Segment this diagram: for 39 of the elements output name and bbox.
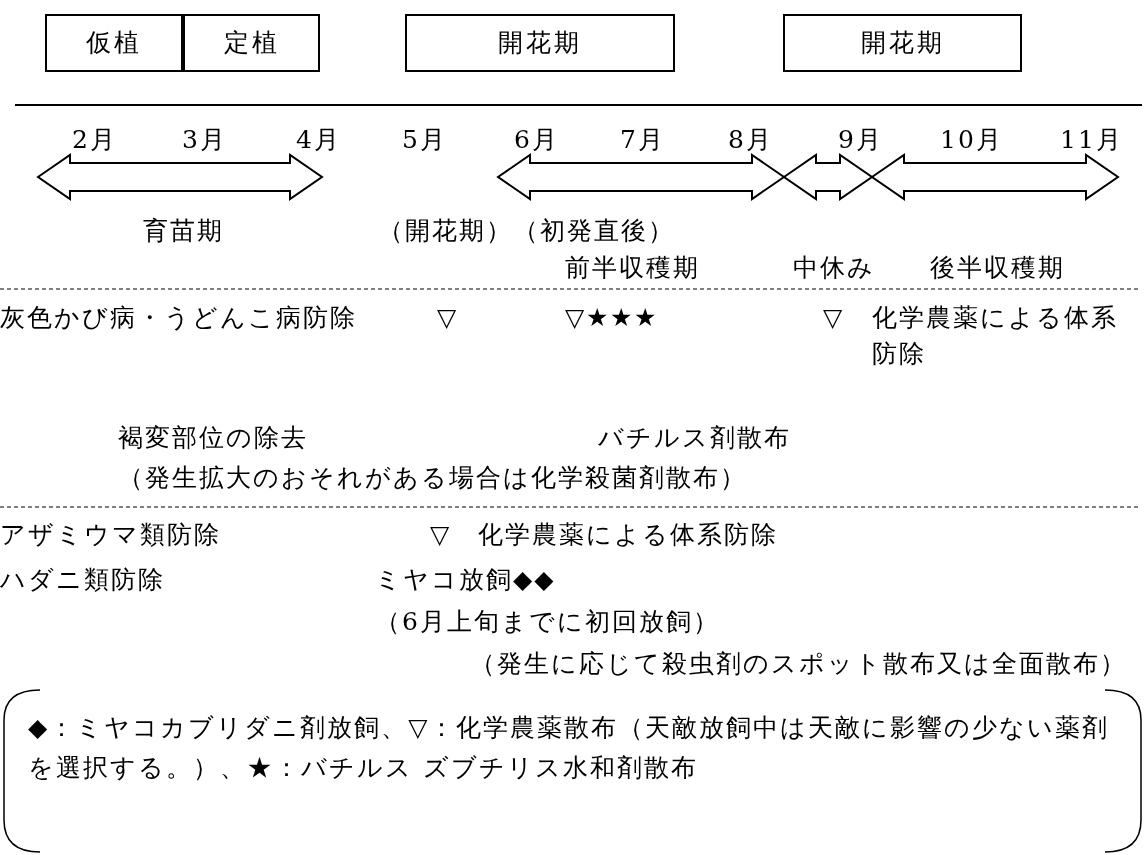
month-label: 11月 xyxy=(1060,124,1123,156)
treatment-label: バチルス剤散布 xyxy=(598,422,791,454)
month-label: 5月 xyxy=(402,124,447,156)
month-label: 6月 xyxy=(514,124,559,156)
month-label: 10月 xyxy=(940,124,1003,156)
month-label: 3月 xyxy=(182,124,227,156)
spray-mark: ▽★★★ xyxy=(565,302,659,334)
note-text: （発生拡大のおそれがある場合は化学殺菌剤散布） xyxy=(118,462,747,494)
period-label: （開花期）（初発直後） xyxy=(378,215,675,247)
stage-box xyxy=(783,14,1022,72)
row-heading: アザミウマ類防除 xyxy=(0,519,221,551)
stage-label: 定植 xyxy=(223,27,280,60)
spray-mark: ▽ xyxy=(437,302,459,334)
note-text: （6月上旬までに初回放飼） xyxy=(375,606,720,638)
month-label: 7月 xyxy=(620,124,665,156)
note-text: （発生に応じて殺虫剤のスポット散布又は全面散布） xyxy=(470,648,1127,680)
month-label: 2月 xyxy=(72,124,117,156)
stage-box xyxy=(183,14,320,72)
stage-label: 仮植 xyxy=(86,27,142,60)
period-label: 中休み xyxy=(793,252,875,284)
month-label: 9月 xyxy=(838,124,883,156)
treatment-label: 化学農薬による体系防除 xyxy=(872,302,1119,370)
stage-box xyxy=(45,14,183,72)
stage-box xyxy=(405,14,675,72)
stage-label: 開花期 xyxy=(860,27,945,60)
row-heading: ハダニ類防除 xyxy=(0,564,165,596)
period-label: 後半収穫期 xyxy=(930,252,1065,284)
treatment-label: 褐変部位の除去 xyxy=(118,422,308,454)
month-label: 4月 xyxy=(296,124,341,156)
row-heading: 灰色かび病・うどんこ病防除 xyxy=(0,302,357,334)
period-label: 育苗期 xyxy=(143,215,224,247)
month-label: 8月 xyxy=(728,124,773,156)
treatment-label: ミヤコ放飼◆◆ xyxy=(375,564,556,596)
stage-label: 開花期 xyxy=(498,27,582,60)
period-label: 前半収穫期 xyxy=(565,252,700,284)
spray-mark: ▽ xyxy=(430,519,452,551)
footnote-text: ◆：ミヤコカブリダニ剤放飼、▽：化学農薬散布（天敵放飼中は天敵に影響の少ない薬剤を選択する。）、★：バチルス ズブチリス水和剤散布 xyxy=(28,712,1111,784)
treatment-label: 化学農薬による体系防除 xyxy=(478,519,778,551)
spray-mark: ▽ xyxy=(823,302,845,334)
